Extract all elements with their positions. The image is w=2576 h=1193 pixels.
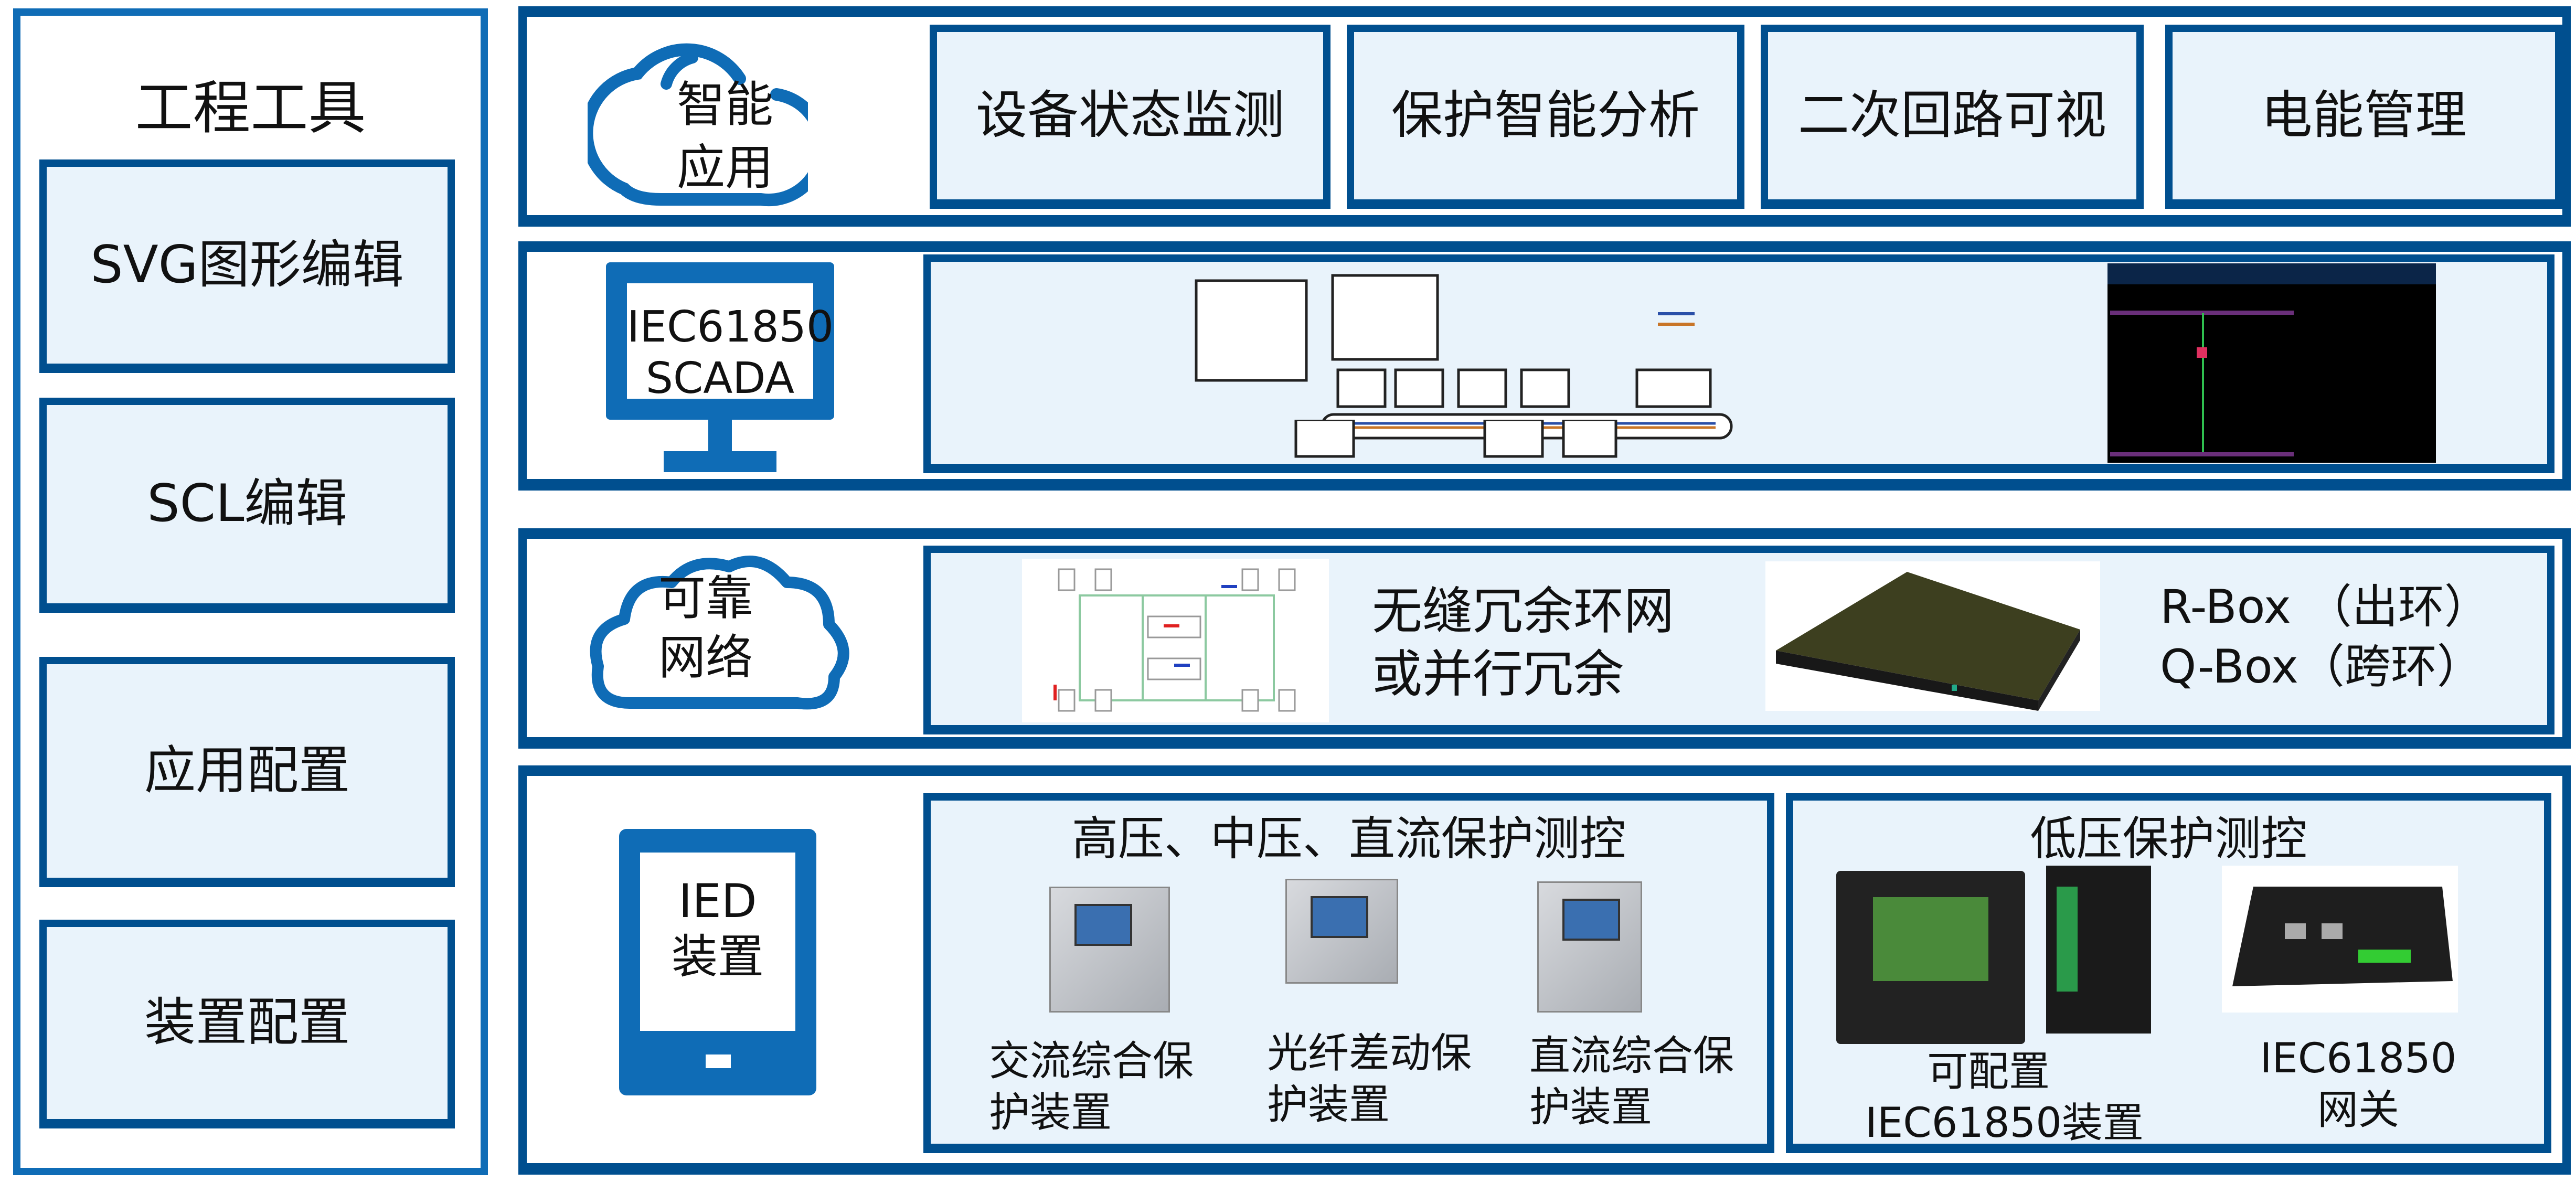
redbox-text: R-Box （出环）Q-Box（跨环） (2160, 580, 2490, 694)
tool-label: 应用配置 (144, 740, 350, 801)
app-label: 设备状态监测 (975, 85, 1284, 145)
app-protection-analysis[interactable]: 保护智能分析 (1347, 25, 1744, 209)
monitor-stand (708, 420, 732, 451)
tool-device-config[interactable]: 装置配置 (39, 920, 455, 1128)
ring-network-text: 无缝冗余环网或并行冗余 (1372, 582, 1674, 704)
cloud-network-icon (590, 556, 849, 710)
device-label-dc: 直流综合保护装置 (1529, 1032, 1734, 1131)
tool-app-config[interactable]: 应用配置 (39, 657, 455, 887)
gateway-image (2222, 866, 2458, 1013)
network-label: 可靠网络 (658, 571, 753, 685)
app-label: 电能管理 (2261, 85, 2467, 145)
app-device-monitoring[interactable]: 设备状态监测 (930, 25, 1330, 209)
monitor-icon (606, 262, 834, 420)
app-label: 保护智能分析 (1391, 85, 1700, 145)
app-secondary-circuit-visual[interactable]: 二次回路可视 (1761, 25, 2144, 209)
substation-devices-diagram (1294, 420, 1617, 458)
dc-protection-device-image (1537, 881, 1642, 1013)
redbox-device-image (1765, 561, 2100, 711)
tool-scl-editor[interactable]: SCL编辑 (39, 398, 455, 613)
app-energy-management[interactable]: 电能管理 (2165, 25, 2562, 209)
lv-title: 低压保护测控 (2030, 812, 2307, 866)
din-rail-device-image (2046, 866, 2151, 1034)
fiber-differential-device-image (1285, 879, 1398, 984)
tablet-icon (619, 829, 816, 1095)
configurable-ied-image (1836, 871, 2025, 1044)
device-label-ac: 交流综合保护装置 (989, 1038, 1194, 1136)
ac-protection-device-image (1049, 887, 1170, 1013)
hsr-ring-diagram (1022, 559, 1329, 722)
device-label-fiber: 光纤差动保护装置 (1267, 1030, 1472, 1128)
hmi-screenshot (2107, 263, 2436, 463)
tool-label: SVG图形编辑 (90, 235, 404, 295)
tool-svg-editor[interactable]: SVG图形编辑 (39, 159, 455, 373)
cloud-icon (588, 43, 808, 207)
tool-label: SCL编辑 (147, 474, 347, 534)
app-label: 二次回路可视 (1797, 85, 2106, 145)
tool-label: 装置配置 (144, 993, 350, 1053)
smart-apps-label: 智能应用 (677, 77, 774, 196)
tools-title: 工程工具 (135, 74, 366, 142)
monitor-base (664, 451, 776, 472)
hv-title: 高压、中压、直流保护测控 (1071, 812, 1626, 866)
